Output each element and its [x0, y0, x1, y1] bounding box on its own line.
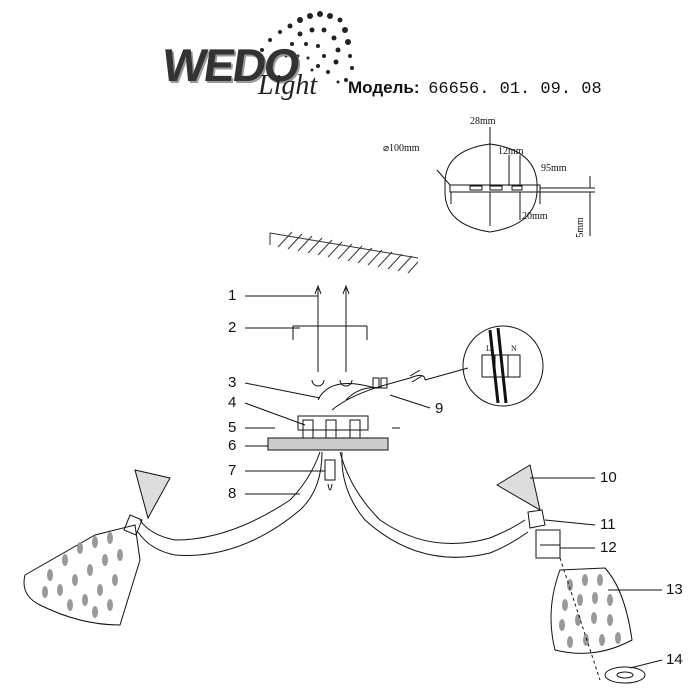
- dim-28: 28mm: [470, 116, 496, 127]
- model-value: 66656. 01. 09. 08: [428, 80, 602, 99]
- callout-6: 6: [228, 437, 237, 454]
- dim-5: 5mm: [574, 217, 586, 238]
- dim-95: 95mm: [541, 163, 567, 174]
- callout-13: 13: [666, 581, 683, 598]
- callout-9: 9: [435, 400, 444, 417]
- callout-1: 1: [228, 287, 237, 304]
- callout-5: 5: [228, 419, 237, 436]
- callout-4: 4: [228, 394, 237, 411]
- callout-3: 3: [228, 374, 237, 391]
- left-shade: [23, 469, 171, 626]
- callout-12: 12: [600, 539, 617, 556]
- callout-11: 11: [600, 516, 616, 533]
- wire-label-l: L: [486, 344, 491, 353]
- ceiling-hatch: [269, 231, 419, 274]
- logo-swirl-icon: [260, 11, 354, 84]
- model-label: Модель:: [348, 78, 420, 97]
- mounting-plate-detail: [436, 127, 595, 236]
- wire-label-n: N: [511, 344, 517, 353]
- right-shade: [496, 464, 646, 684]
- dim-diameter: ⌀100mm: [383, 143, 420, 154]
- wiring-detail: [424, 325, 544, 407]
- callout-7: 7: [228, 462, 237, 479]
- dim-12: 12mm: [498, 146, 524, 157]
- brand-subtitle: Light: [258, 70, 318, 101]
- callout-8: 8: [228, 485, 237, 502]
- callout-10: 10: [600, 469, 617, 486]
- callout-14: 14: [666, 651, 683, 668]
- dim-20: 20mm: [522, 211, 548, 222]
- model-line: Модель: 66656. 01. 09. 08: [348, 78, 602, 99]
- callout-2: 2: [228, 319, 237, 336]
- central-assembly: [137, 284, 529, 558]
- callout-leaders: [244, 295, 663, 669]
